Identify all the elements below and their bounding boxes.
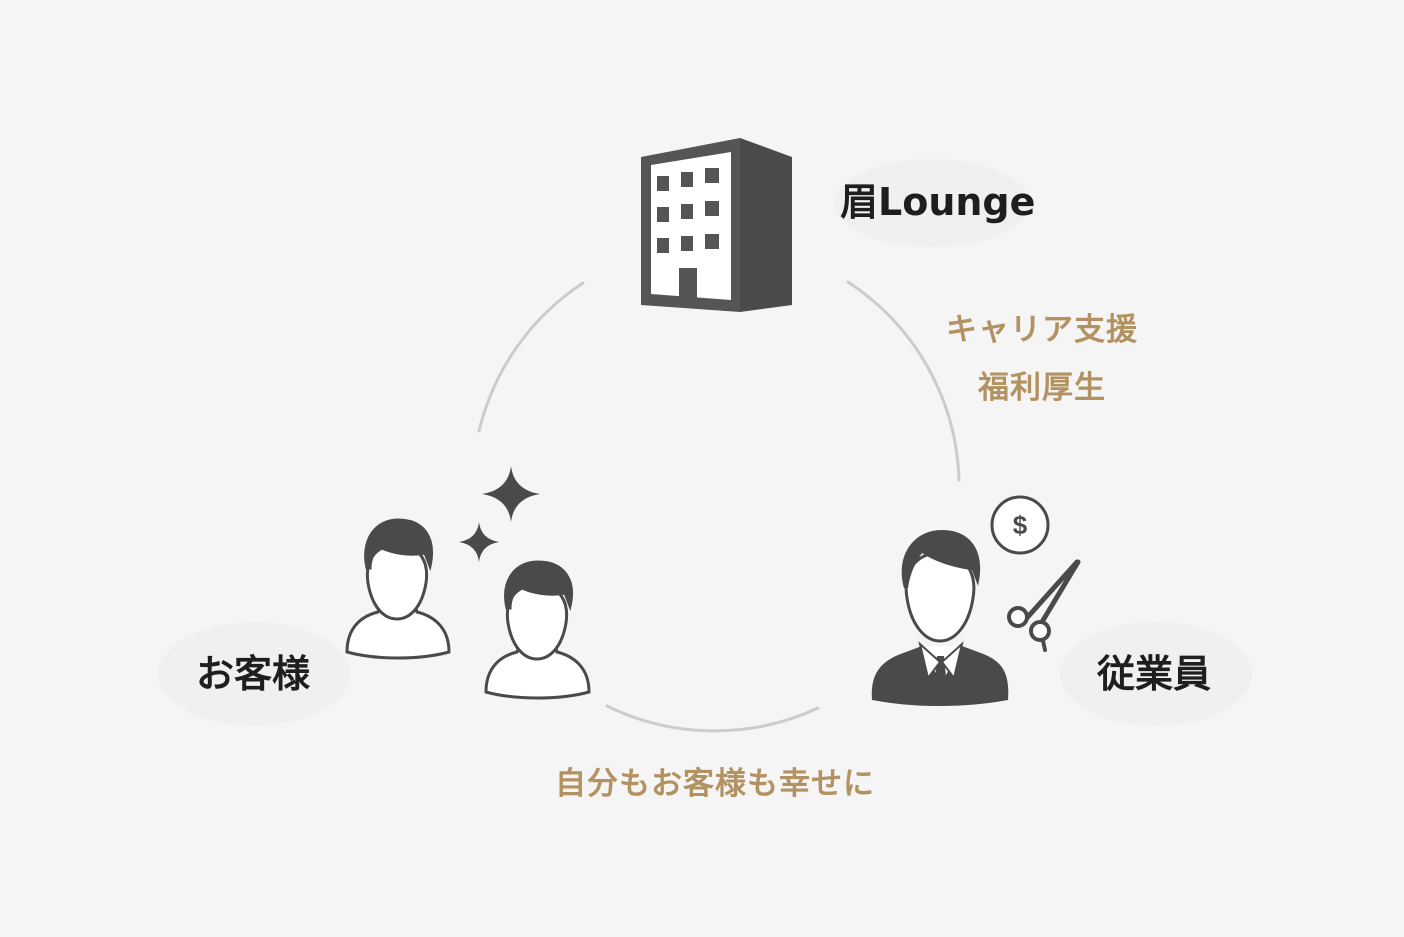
customers-label: お客様 (196, 652, 311, 696)
relation-career-support: キャリア支援 (946, 312, 1138, 348)
scissors-icon (1007, 559, 1081, 652)
sparkle-small-icon (459, 522, 499, 562)
arc-company-customers (477, 281, 585, 433)
dollar-symbol: $ (1012, 510, 1028, 540)
company-label: 眉Lounge (840, 180, 1036, 224)
employee-label: 従業員 (1097, 652, 1212, 696)
cycle-arcs (477, 280, 961, 733)
relation-happiness: 自分もお客様も幸せに (555, 766, 875, 802)
relation-welfare: 福利厚生 (978, 370, 1106, 406)
arc-customers-employee (605, 704, 820, 733)
company-label-halo (834, 159, 1030, 247)
employee-icon (871, 530, 1009, 706)
customer-icon-back (345, 518, 451, 660)
sparkle-icons (459, 466, 540, 562)
sparkle-large-icon (482, 466, 540, 522)
building-icon (641, 138, 792, 312)
label-halos (158, 159, 1252, 726)
customer-icon-front (484, 560, 591, 700)
employee-label-halo (1060, 622, 1252, 726)
arc-company-employee (846, 280, 961, 482)
dollar-coin-icon (990, 495, 1050, 555)
customers-label-halo (158, 622, 350, 726)
